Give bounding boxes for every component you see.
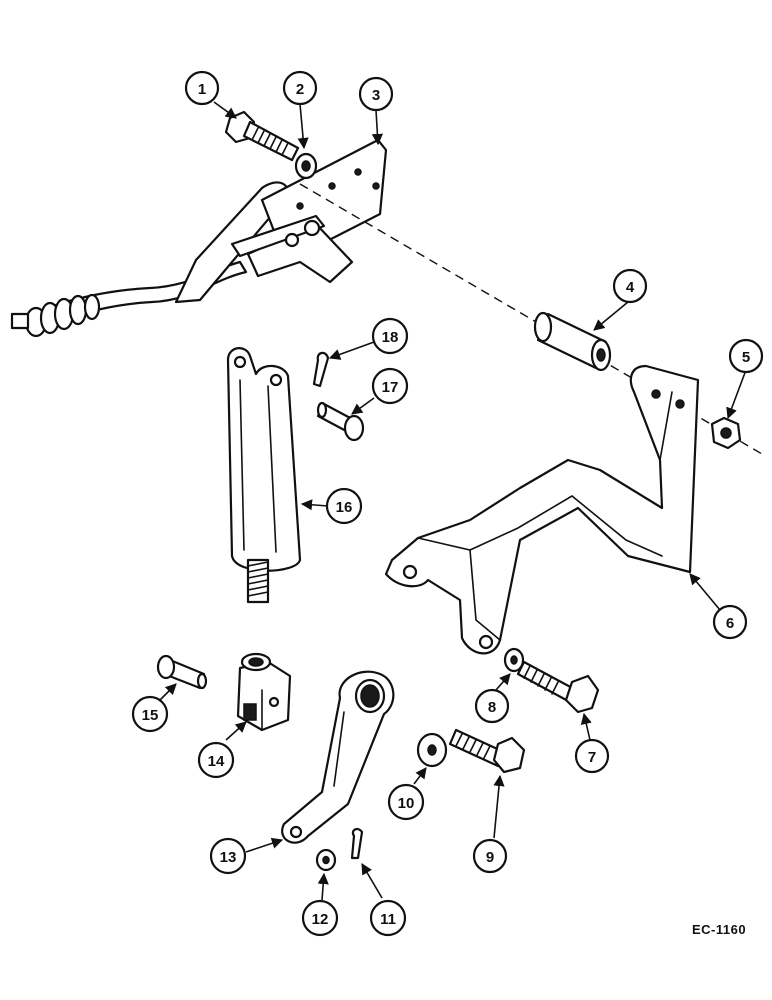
callout-8: 8 — [474, 688, 510, 724]
leader-lines — [155, 101, 747, 901]
callout-17: 17 — [371, 367, 409, 405]
svg-text:10: 10 — [398, 795, 415, 812]
clevis-pin-15-shape — [156, 654, 208, 690]
svg-text:2: 2 — [296, 81, 304, 98]
cotter-pin-18-shape — [312, 351, 330, 388]
svg-text:3: 3 — [372, 87, 380, 104]
callout-3: 3 — [358, 76, 394, 112]
bolt-9-shape — [448, 728, 526, 774]
svg-text:16: 16 — [336, 499, 353, 516]
callout-2: 2 — [282, 70, 318, 106]
support-bracket-6-shape — [384, 364, 700, 655]
clevis-14-shape — [236, 652, 292, 732]
reference-code: EC-1160 — [692, 922, 746, 937]
callout-14: 14 — [197, 741, 235, 779]
lever-arm-13-shape — [281, 670, 395, 844]
callout-10: 10 — [387, 783, 425, 821]
svg-text:8: 8 — [488, 699, 496, 716]
svg-text:1: 1 — [198, 81, 206, 98]
callout-15: 15 — [131, 695, 169, 733]
mounting-plate-assembly — [10, 138, 388, 338]
callout-13: 13 — [209, 837, 247, 875]
svg-text:14: 14 — [208, 753, 225, 770]
svg-text:9: 9 — [486, 849, 494, 866]
callout-1: 1 — [184, 70, 220, 106]
washer-10-shape — [416, 732, 448, 768]
svg-text:17: 17 — [382, 379, 399, 396]
callout-12: 12 — [301, 899, 339, 937]
callout-4: 4 — [612, 268, 648, 304]
callout-5: 5 — [728, 338, 764, 374]
svg-text:6: 6 — [726, 615, 734, 632]
washer-12-shape — [315, 848, 337, 872]
svg-text:15: 15 — [142, 707, 159, 724]
nut-5-shape — [710, 416, 742, 450]
callout-6: 6 — [712, 604, 748, 640]
callout-18: 18 — [371, 317, 409, 355]
washer-2-shape — [294, 152, 318, 180]
fork-rod-16-shape — [226, 347, 302, 604]
callouts: 1 2 3 4 5 6 7 8 — [131, 70, 764, 937]
svg-text:4: 4 — [626, 279, 635, 296]
svg-text:12: 12 — [312, 911, 329, 928]
svg-text:5: 5 — [742, 349, 750, 366]
svg-text:7: 7 — [588, 749, 596, 766]
bolt-7-shape — [516, 660, 600, 714]
spacer-4-shape — [533, 311, 612, 372]
svg-text:13: 13 — [220, 849, 237, 866]
bolt-1-shape — [224, 110, 300, 162]
callout-11: 11 — [369, 899, 407, 937]
callout-7: 7 — [574, 738, 610, 774]
svg-text:18: 18 — [382, 329, 399, 346]
callout-16: 16 — [325, 487, 363, 525]
svg-text:11: 11 — [380, 911, 396, 928]
cotter-pin-11-shape — [350, 827, 364, 860]
washer-8-shape — [503, 647, 525, 673]
pin-17-shape — [316, 401, 365, 442]
callout-9: 9 — [472, 838, 508, 874]
